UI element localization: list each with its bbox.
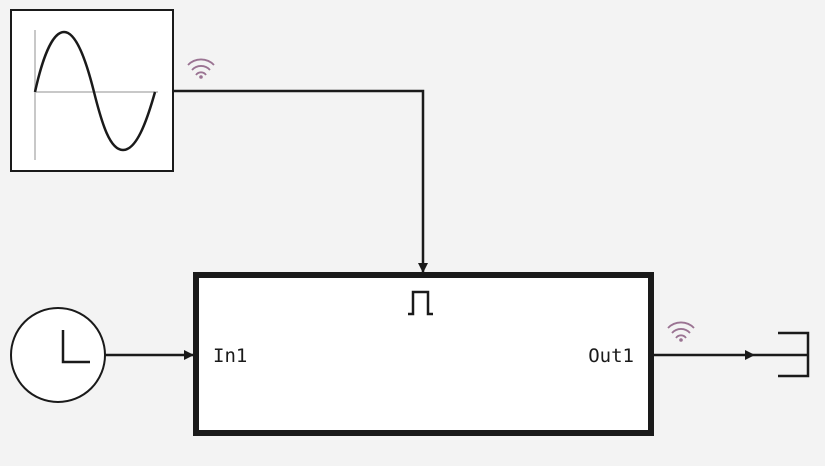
clock-icon — [61, 330, 90, 364]
output-port-label: Out1 — [588, 345, 634, 367]
wireless-signal-icon[interactable] — [187, 58, 215, 79]
terminator-icon — [754, 331, 810, 378]
signal-line-sine-to-trigger[interactable] — [173, 89, 428, 273]
pulse-trigger-icon — [408, 290, 433, 316]
triggered-subsystem-block[interactable]: In1 Out1 — [193, 272, 654, 436]
sine-wave-icon — [33, 30, 158, 160]
wireless-signal-icon[interactable] — [667, 321, 695, 342]
terminator-block[interactable] — [754, 331, 810, 378]
sine-wave-block[interactable] — [10, 9, 174, 172]
clock-block[interactable] — [10, 307, 106, 403]
input-port-label: In1 — [213, 345, 247, 367]
